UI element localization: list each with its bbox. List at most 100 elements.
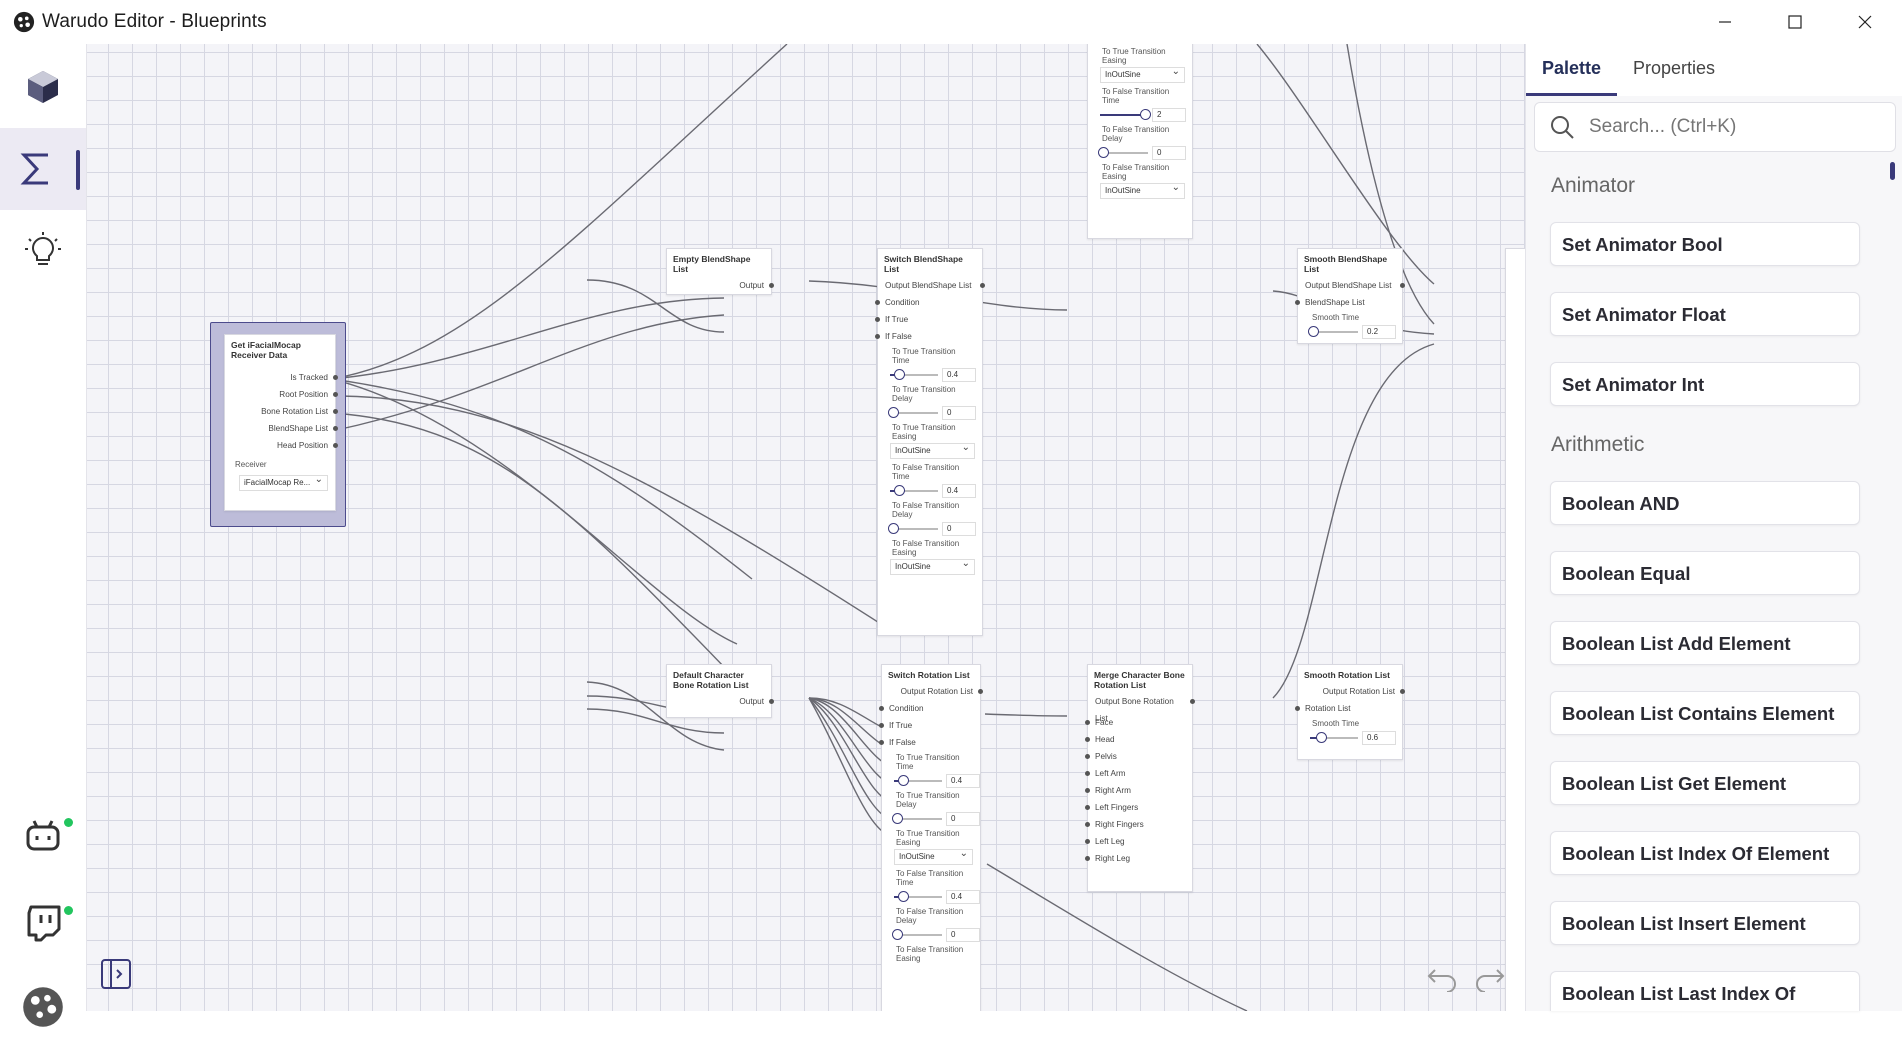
output-port[interactable]: Output Rotation List (1298, 683, 1405, 700)
false-delay-slider[interactable]: 0 (892, 925, 980, 943)
true-easing-dropdown[interactable]: InOutSine (1100, 65, 1185, 83)
minimize-button[interactable] (1690, 0, 1760, 44)
node-smooth-blendshape-list[interactable]: Smooth BlendShape List Output BlendShape… (1295, 248, 1405, 344)
false-delay-slider[interactable]: 0 (1098, 143, 1186, 161)
output-root-position[interactable]: Root Position (225, 386, 338, 403)
blueprint-canvas[interactable]: Get iFacialMocap Receiver Data Is Tracke… (87, 44, 1525, 1011)
input-right-arm[interactable]: Right Arm (1085, 782, 1192, 799)
false-delay-slider[interactable]: 0 (888, 519, 976, 537)
palette-item-boolean-list-get-element[interactable]: Boolean List Get Element (1550, 761, 1860, 805)
true-easing-label: To True Transition Easing (1102, 47, 1166, 65)
node-partial-right[interactable] (1505, 248, 1525, 1011)
output-is-tracked[interactable]: Is Tracked (225, 369, 338, 386)
bot-button[interactable] (0, 796, 86, 878)
node-smooth-rotation-list[interactable]: Smooth Rotation List Output Rotation Lis… (1295, 664, 1405, 760)
node-title: Switch BlendShape List (884, 254, 963, 274)
false-easing-dropdown[interactable]: InOutSine (890, 557, 975, 575)
undo-button[interactable] (1425, 958, 1459, 993)
input-left-fingers[interactable]: Left Fingers (1085, 799, 1192, 816)
true-time-slider[interactable]: 0.4 (890, 365, 976, 383)
input-left-leg[interactable]: Left Leg (1085, 833, 1192, 850)
output-blendshape-list[interactable]: BlendShape List (225, 420, 338, 437)
true-easing-dropdown[interactable]: InOutSine (890, 441, 975, 459)
false-time-slider[interactable]: 0.4 (890, 481, 976, 499)
node-get-ifacialmocap[interactable]: Get iFacialMocap Receiver Data Is Tracke… (224, 334, 338, 511)
node-title: Merge Character Bone Rotation List (1094, 670, 1185, 690)
input-rotation-list[interactable]: Rotation List (1295, 700, 1402, 717)
node-switch-blendshape-list[interactable]: Switch BlendShape List Output BlendShape… (875, 248, 985, 636)
output-port[interactable]: Output BlendShape List (1298, 277, 1405, 294)
input-condition[interactable]: Condition (879, 700, 980, 717)
sidebar-toggle-button[interactable] (100, 958, 132, 990)
palette-item-boolean-and[interactable]: Boolean AND (1550, 481, 1860, 525)
redo-icon (1476, 969, 1505, 993)
palette-item-boolean-equal[interactable]: Boolean Equal (1550, 551, 1860, 595)
false-time-slider[interactable]: 0.4 (894, 887, 980, 905)
plugins-button[interactable] (0, 210, 86, 292)
bot-online-indicator (64, 818, 73, 827)
input-face[interactable]: Face (1085, 714, 1192, 731)
scene-button[interactable] (0, 46, 86, 128)
palette-search[interactable] (1534, 102, 1896, 152)
output-port[interactable]: Output (667, 693, 774, 710)
false-delay-label: To False Transition Delay (896, 907, 964, 925)
input-left-arm[interactable]: Left Arm (1085, 765, 1192, 782)
true-time-slider[interactable]: 0.4 (894, 771, 980, 789)
maximize-icon (1788, 15, 1802, 29)
node-default-bone-rotation-list[interactable]: Default Character Bone Rotation List Out… (666, 664, 774, 718)
input-condition[interactable]: Condition (875, 294, 982, 311)
search-icon (1551, 116, 1574, 139)
palette-item-boolean-list-contains-element[interactable]: Boolean List Contains Element (1550, 691, 1860, 735)
node-top-partial[interactable]: To True Transition Easing InOutSine To F… (1087, 44, 1193, 239)
output-bone-rotation-list[interactable]: Bone Rotation List (225, 403, 338, 420)
smooth-time-slider[interactable]: 0.6 (1310, 728, 1396, 746)
maximize-button[interactable] (1760, 0, 1830, 44)
close-button[interactable] (1830, 0, 1900, 44)
tab-properties[interactable]: Properties (1633, 58, 1716, 78)
true-time-label: To True Transition Time (896, 753, 960, 771)
true-easing-dropdown[interactable]: InOutSine (894, 847, 973, 865)
true-delay-slider[interactable]: 0 (888, 403, 976, 421)
blueprints-button[interactable] (0, 128, 86, 210)
search-input[interactable] (1587, 113, 1881, 141)
input-right-fingers[interactable]: Right Fingers (1085, 816, 1192, 833)
tab-palette[interactable]: Palette (1542, 58, 1602, 78)
smooth-time-label: Smooth Time (1312, 313, 1360, 322)
robot-icon (26, 820, 60, 851)
node-empty-blendshape-list[interactable]: Empty BlendShape List Output (666, 248, 774, 295)
title-bar: Warudo Editor - Blueprints (0, 0, 1902, 45)
twitch-button[interactable] (0, 882, 86, 964)
panel-scrollbar[interactable] (1890, 162, 1895, 180)
input-head[interactable]: Head (1085, 731, 1192, 748)
palette-item-boolean-list-insert-element[interactable]: Boolean List Insert Element (1550, 901, 1860, 945)
output-port[interactable]: Output Rotation List (882, 683, 983, 700)
node-merge-bone-rotation-list[interactable]: Merge Character Bone Rotation List Outpu… (1085, 664, 1195, 892)
output-head-position[interactable]: Head Position (225, 437, 338, 454)
output-port[interactable]: Output BlendShape List (878, 277, 985, 294)
input-pelvis[interactable]: Pelvis (1085, 748, 1192, 765)
palette-item-boolean-list-last-index-of[interactable]: Boolean List Last Index Of (1550, 971, 1860, 1011)
input-if-false[interactable]: If False (879, 734, 980, 751)
warudo-button[interactable] (0, 966, 86, 1048)
smooth-time-slider[interactable]: 0.2 (1308, 322, 1396, 340)
palette-item-boolean-list-add-element[interactable]: Boolean List Add Element (1550, 621, 1860, 665)
input-if-true[interactable]: If True (875, 311, 982, 328)
node-switch-rotation-list[interactable]: Switch Rotation List Output Rotation Lis… (879, 664, 983, 1011)
palette-item-set-animator-float[interactable]: Set Animator Float (1550, 292, 1860, 336)
false-easing-label: To False Transition Easing (892, 539, 960, 557)
palette-item-set-animator-int[interactable]: Set Animator Int (1550, 362, 1860, 406)
input-if-true[interactable]: If True (879, 717, 980, 734)
true-easing-label: To True Transition Easing (892, 423, 956, 441)
true-delay-slider[interactable]: 0 (892, 809, 980, 827)
palette-item-set-animator-bool[interactable]: Set Animator Bool (1550, 222, 1860, 266)
input-blendshape-list[interactable]: BlendShape List (1295, 294, 1402, 311)
redo-button[interactable] (1473, 958, 1507, 993)
input-right-leg[interactable]: Right Leg (1085, 850, 1192, 867)
palette-item-boolean-list-index-of-element[interactable]: Boolean List Index Of Element (1550, 831, 1860, 875)
output-port[interactable]: Output (667, 277, 774, 294)
receiver-dropdown[interactable]: iFacialMocap Re... (239, 473, 328, 491)
input-if-false[interactable]: If False (875, 328, 982, 345)
false-easing-dropdown[interactable]: InOutSine (1100, 181, 1185, 199)
output-port[interactable]: Output Bone Rotation List (1088, 693, 1195, 723)
false-time-slider[interactable]: 2 (1100, 105, 1186, 123)
